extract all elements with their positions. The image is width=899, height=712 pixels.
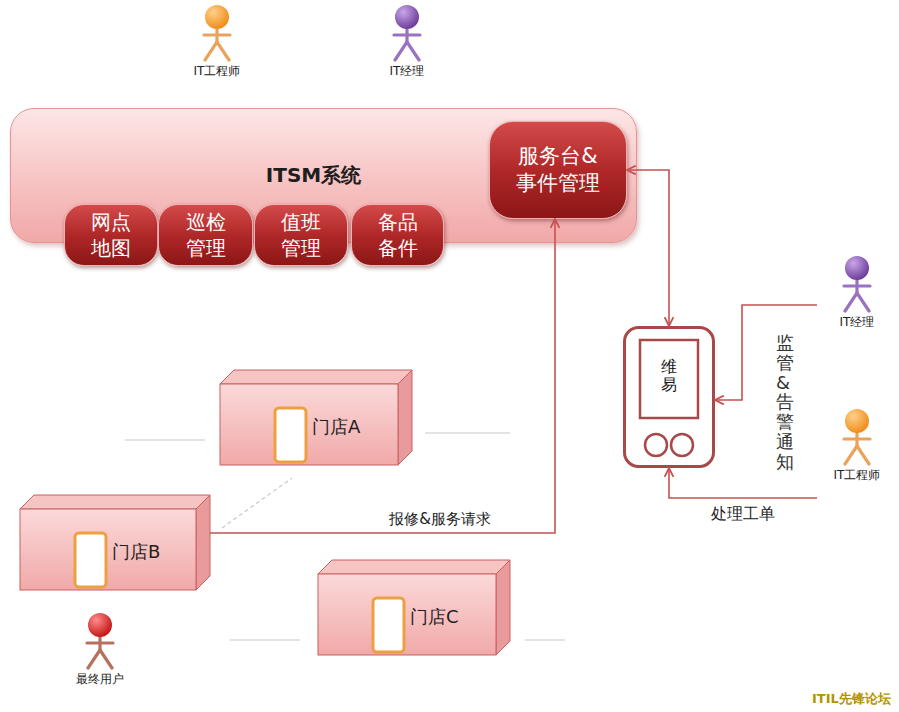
store-node: 门店A xyxy=(220,370,412,465)
person-figure xyxy=(196,4,238,62)
ground-line xyxy=(230,639,300,640)
node-text: 最终用户 xyxy=(76,671,124,688)
person-figure xyxy=(79,612,121,670)
edge-label-holder: 处理工单 xyxy=(709,504,777,525)
person-figure xyxy=(386,4,428,62)
person-node: 最终用户 xyxy=(60,612,140,706)
person-node: IT工程师 xyxy=(177,4,257,100)
connector xyxy=(627,170,669,326)
ground-line xyxy=(425,432,510,433)
store-door xyxy=(75,533,106,587)
ground-line xyxy=(525,639,565,640)
vertical-note: 监管&告警通知 xyxy=(776,333,794,472)
store-node: 门店B xyxy=(20,495,210,590)
node-text: 门店C xyxy=(410,605,459,629)
ground-line xyxy=(125,439,205,440)
connector xyxy=(210,219,555,533)
phone-outline xyxy=(623,326,715,468)
edge-label: 报修&服务请求 xyxy=(387,510,493,529)
store-node: 门店C xyxy=(318,560,510,655)
connector xyxy=(669,468,817,498)
edge-label-holder: 报修&服务请求 xyxy=(387,510,493,529)
node-text: 门店B xyxy=(112,540,160,564)
watermark: ITIL先锋论坛 xyxy=(812,690,891,708)
system-node: 网点 地图巡检 管理值班 管理备品 备件服务台& 事件管理ITSM系统 xyxy=(10,108,637,243)
node-text: IT工程师 xyxy=(194,63,241,80)
node-text: 网点 地图 xyxy=(85,209,137,261)
person-node: IT工程师 xyxy=(817,408,897,500)
button-node: 巡检 管理 xyxy=(158,204,253,266)
person-node: IT经理 xyxy=(817,255,897,340)
node-text: 服务台& 事件管理 xyxy=(510,143,607,198)
node-text: 巡检 管理 xyxy=(180,209,232,261)
node-text: 备品 备件 xyxy=(372,209,424,261)
label-holder: ITIL先锋论坛 xyxy=(812,690,891,708)
connector xyxy=(715,305,817,400)
node-text: IT工程师 xyxy=(834,467,881,484)
node-text: 门店A xyxy=(312,415,360,439)
node-text: IT经理 xyxy=(390,63,425,80)
node-text: 值班 管理 xyxy=(275,209,327,261)
store-door xyxy=(373,598,404,652)
person-figure xyxy=(836,408,878,466)
button-node: 网点 地图 xyxy=(64,204,158,266)
edge-label: 处理工单 xyxy=(709,504,777,525)
node-text: ITSM系统 xyxy=(266,162,361,189)
ground-line xyxy=(222,478,292,528)
node-text: IT经理 xyxy=(840,314,875,331)
desk-node: 服务台& 事件管理 xyxy=(489,121,627,219)
node-text: 维易 xyxy=(661,358,677,393)
button-node: 备品 备件 xyxy=(351,204,444,266)
person-figure xyxy=(836,255,878,313)
button-node: 值班 管理 xyxy=(254,204,348,266)
phone-node: 维易 xyxy=(623,326,715,468)
person-node: IT经理 xyxy=(367,4,447,100)
label-holder: 监管&告警通知 xyxy=(776,333,794,472)
store-door xyxy=(275,408,306,462)
